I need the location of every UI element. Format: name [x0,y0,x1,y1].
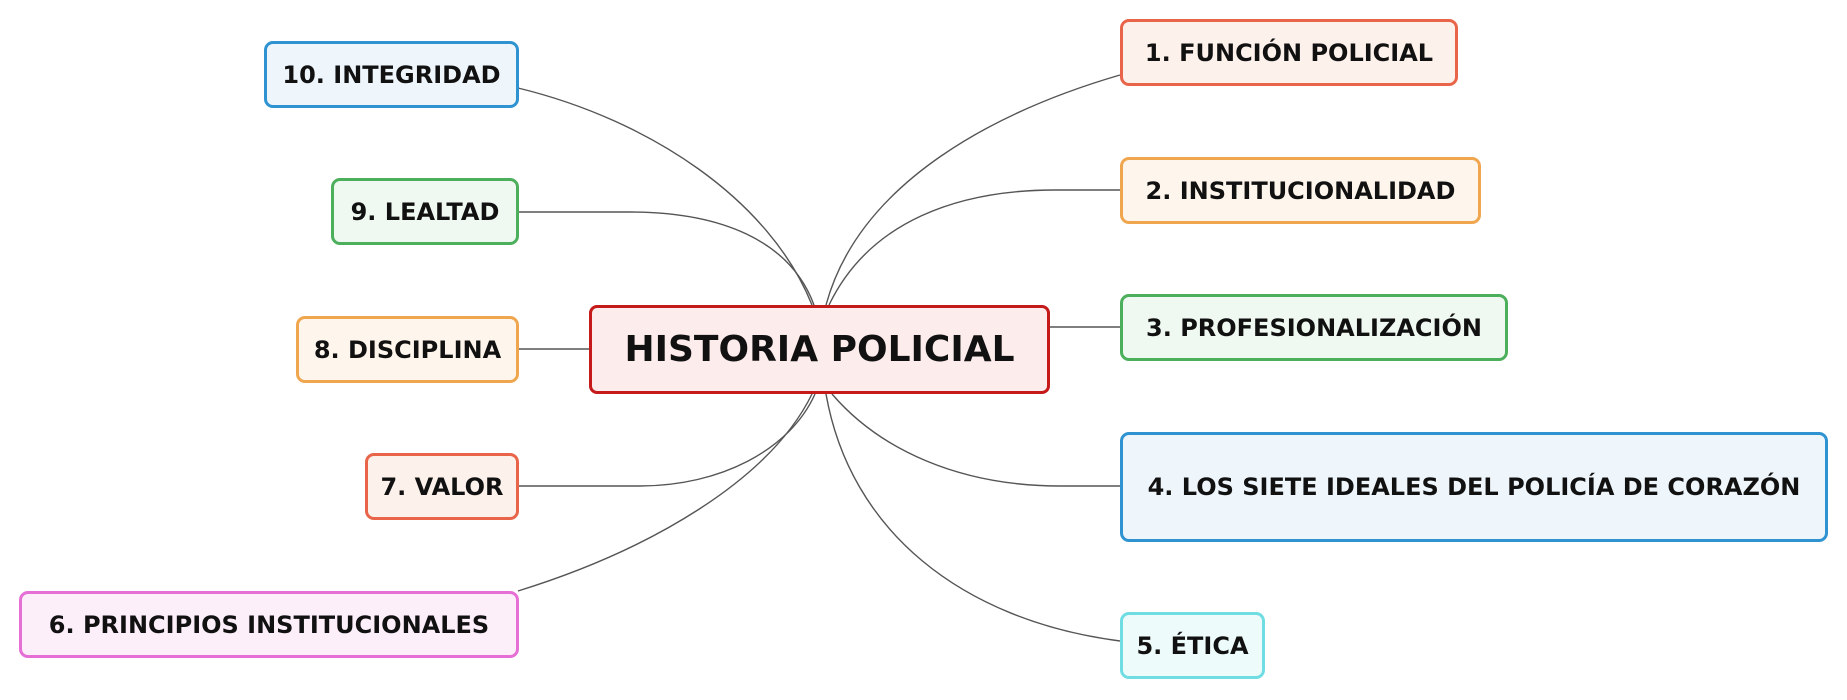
connector-central-to-b2 [828,189,1120,306]
branch-disciplina[interactable]: 8. DISCIPLINA [296,316,519,383]
branch-funcion-policial[interactable]: 1. FUNCIÓN POLICIAL [1120,19,1458,86]
branch-institucionalidad[interactable]: 2. INSTITUCIONALIDAD [1120,157,1481,224]
branch-principios-institucionales[interactable]: 6. PRINCIPIOS INSTITUCIONALES [19,591,519,658]
connector-central-to-b4 [831,393,1120,487]
branch-siete-ideales[interactable]: 4. LOS SIETE IDEALES DEL POLICÍA DE CORA… [1120,432,1828,542]
connector-central-to-b1 [825,74,1121,306]
connector-central-to-b6 [517,393,813,592]
branch-valor[interactable]: 7. VALOR [365,453,519,520]
central-topic[interactable]: HISTORIA POLICIAL [589,305,1050,394]
connector-central-to-b5 [825,393,1121,642]
branch-profesionalizacion[interactable]: 3. PROFESIONALIZACIÓN [1120,294,1508,361]
connector-central-to-b7 [518,393,816,487]
branch-etica[interactable]: 5. ÉTICA [1120,612,1265,679]
branch-lealtad[interactable]: 9. LEALTAD [331,178,519,245]
connector-central-to-b10 [517,87,813,306]
branch-integridad[interactable]: 10. INTEGRIDAD [264,41,519,108]
connector-central-to-b9 [518,211,815,306]
